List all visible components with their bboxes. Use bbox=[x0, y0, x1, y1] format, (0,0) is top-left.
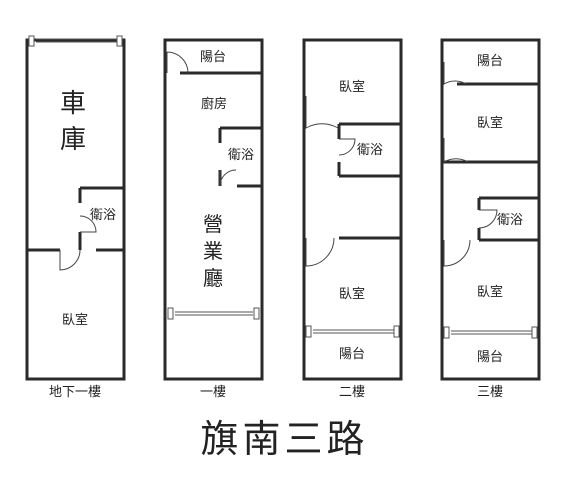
room-label-1f-balcony: 陽台 bbox=[200, 50, 226, 65]
window-3f-balcony bbox=[443, 326, 538, 339]
room-label-1f-hall-line1: 營 bbox=[203, 212, 223, 236]
room-label-2f-balcony: 陽台 bbox=[339, 347, 365, 362]
street-name: 旗南三路 bbox=[200, 417, 369, 461]
door-swing-2f-bedroom-back bbox=[305, 237, 335, 267]
door-swing-3f-bedroom-back bbox=[443, 239, 471, 267]
door-swing-1f-balcony bbox=[166, 51, 189, 74]
floor-caption-1f: 一樓 bbox=[200, 385, 226, 400]
room-label-b1-bedroom: 臥室 bbox=[62, 312, 88, 328]
room-label-3f-bath: 衛浴 bbox=[497, 213, 523, 228]
window-2f-balcony bbox=[305, 325, 400, 338]
room-label-3f-bedroom-back: 臥室 bbox=[477, 284, 503, 300]
window-b1-top bbox=[28, 35, 123, 47]
floor-2f bbox=[302, 38, 403, 381]
door-swing-3f-balcony bbox=[443, 62, 467, 85]
room-label-b1-garage-line1: 車 bbox=[60, 89, 86, 119]
floor-caption-2f: 二樓 bbox=[339, 385, 365, 400]
room-label-1f-hall-line3: 廳 bbox=[203, 266, 223, 290]
floor-caption-b1: 地下一樓 bbox=[49, 385, 101, 400]
door-swing-3f-bath bbox=[478, 209, 498, 229]
door-swing-2f-bedroom bbox=[305, 96, 339, 129]
window-1f-bottom bbox=[167, 307, 260, 320]
door-swing-1f-bath bbox=[219, 169, 237, 187]
room-label-1f-hall-line2: 業 bbox=[203, 239, 223, 263]
room-label-2f-bedroom-front: 臥室 bbox=[339, 79, 365, 95]
room-label-3f-balcony-front: 陽台 bbox=[477, 54, 503, 69]
room-label-2f-bath: 衛浴 bbox=[357, 143, 383, 158]
door-swing-2f-bath bbox=[338, 138, 356, 156]
room-label-1f-bath: 衛浴 bbox=[228, 148, 254, 163]
room-label-b1-garage-line2: 庫 bbox=[60, 125, 86, 155]
floor-b1-outline bbox=[25, 38, 126, 381]
room-label-3f-balcony-back: 陽台 bbox=[477, 350, 503, 365]
room-label-b1-bath: 衛浴 bbox=[90, 208, 116, 223]
room-label-2f-bedroom-back: 臥室 bbox=[339, 286, 365, 302]
floor-1f bbox=[163, 38, 264, 381]
floor-3f-outline bbox=[440, 38, 541, 381]
floor-2f-outline bbox=[302, 38, 403, 381]
floor-1f-outline bbox=[163, 38, 264, 381]
room-label-3f-bedroom-front: 臥室 bbox=[477, 115, 503, 131]
room-label-1f-kitchen: 廚房 bbox=[201, 96, 227, 112]
floor-caption-3f: 三樓 bbox=[477, 385, 503, 400]
door-swing-b1-bedroom bbox=[59, 249, 81, 271]
door-swing-b1-bath bbox=[79, 215, 97, 233]
door-swing-3f-bedroom bbox=[443, 138, 469, 163]
floor-b1 bbox=[25, 38, 126, 381]
floor-3f bbox=[440, 38, 541, 381]
